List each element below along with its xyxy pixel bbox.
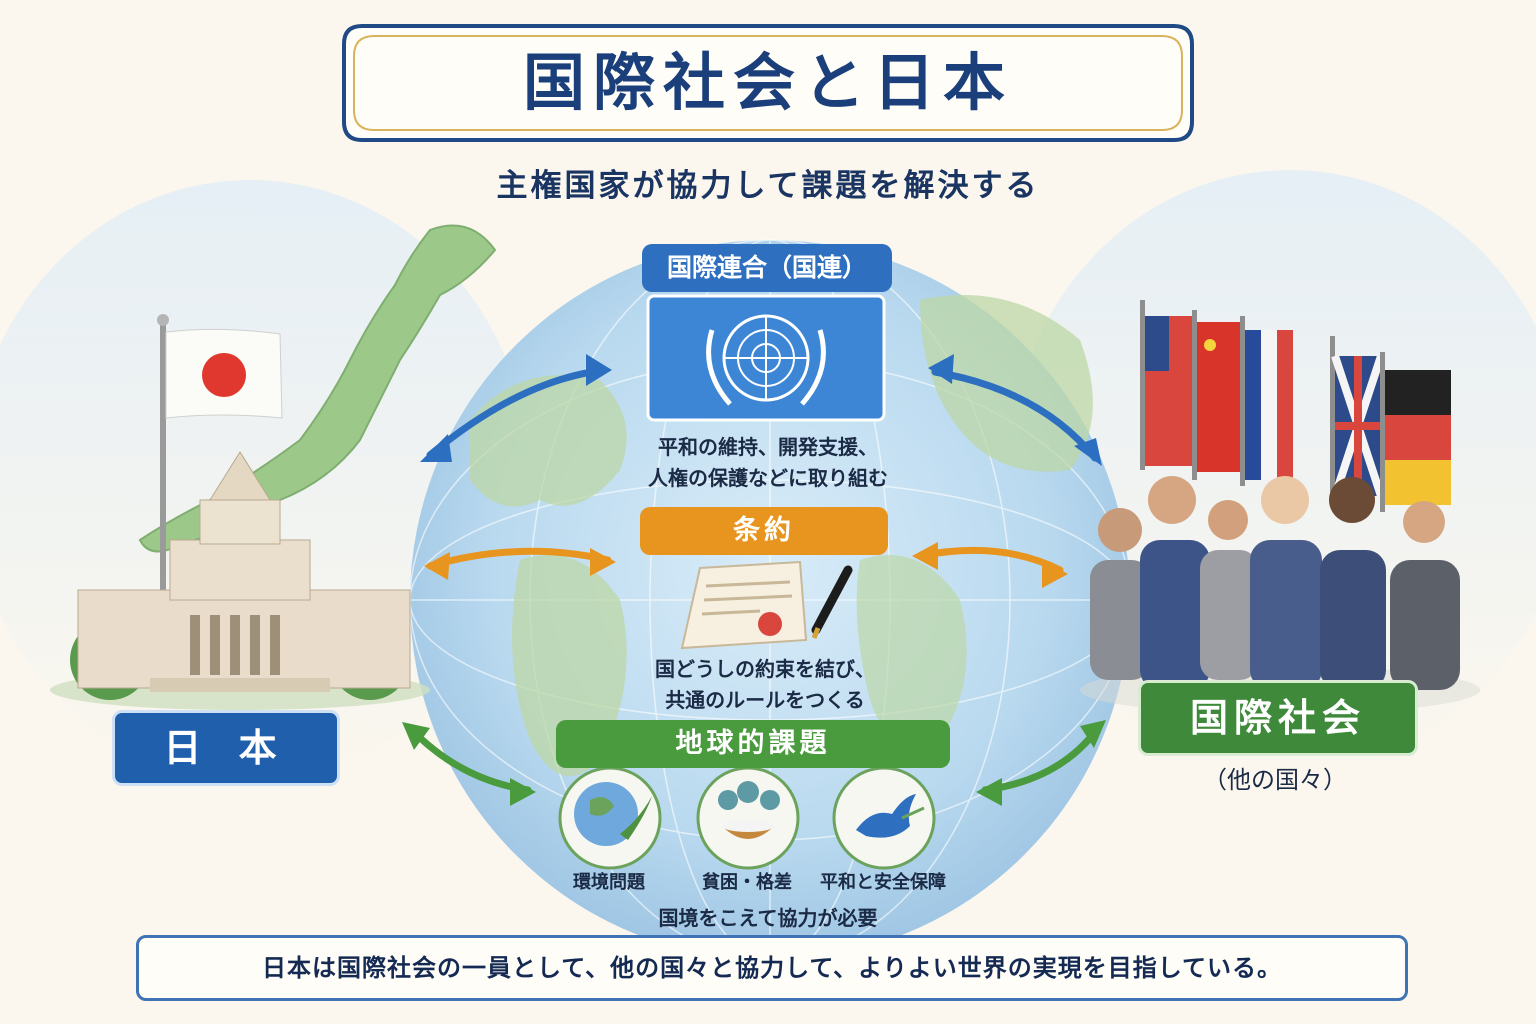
treaty-description-line-1: 国どうしの約束を結び、	[655, 657, 875, 681]
treaty-document-icon	[680, 560, 853, 650]
un-label: 国際連合（国連）	[642, 244, 892, 292]
un-description-line-1: 平和の維持、開発支援、	[658, 435, 878, 459]
page-title: 国際社会と日本	[522, 46, 1013, 119]
un-description-line-2: 人権の保護などに取り組む	[648, 466, 888, 490]
arrow-heads	[402, 354, 1106, 806]
treaty-label: 条約	[640, 507, 888, 555]
treaty-description: 国どうしの約束を結び、 共通のルールをつくる	[580, 654, 950, 716]
treaty-description-line-2: 共通のルールをつくる	[665, 688, 865, 712]
global-issues-label: 地球的課題	[556, 720, 950, 768]
issue-peace-label: 平和と安全保障	[820, 872, 946, 893]
poverty-issue-icon	[696, 766, 800, 870]
conclusion-box: 日本は国際社会の一員として、他の国々と協力して、よりよい世界の実現を目指している…	[136, 935, 1408, 1001]
international-society-label: 国際社会	[1138, 680, 1418, 756]
japan-flag-icon	[157, 314, 283, 600]
issue-poverty-label: 貧困・格差	[702, 872, 792, 893]
page-subtitle: 主権国家が協力して課題を解決する	[496, 168, 1040, 204]
world-flags-icon	[1140, 300, 1451, 512]
dove-peace-icon	[832, 766, 936, 870]
japan-label: 日 本	[112, 710, 340, 786]
title-frame	[342, 24, 1194, 142]
conclusion-text: 日本は国際社会の一員として、他の国々と協力して、よりよい世界の実現を目指している…	[262, 954, 1282, 982]
international-society-sublabel: （他の国々）	[1203, 766, 1347, 794]
environment-issue-icon	[558, 766, 662, 870]
un-description: 平和の維持、開発支援、 人権の保護などに取り組む	[600, 432, 936, 494]
issue-environment-label: 環境問題	[573, 872, 645, 893]
title-banner: 国際社会と日本	[340, 22, 1196, 144]
cross-border-note: 国境をこえて協力が必要	[658, 906, 878, 930]
un-emblem-icon	[646, 294, 886, 422]
diet-building-icon	[50, 451, 430, 710]
